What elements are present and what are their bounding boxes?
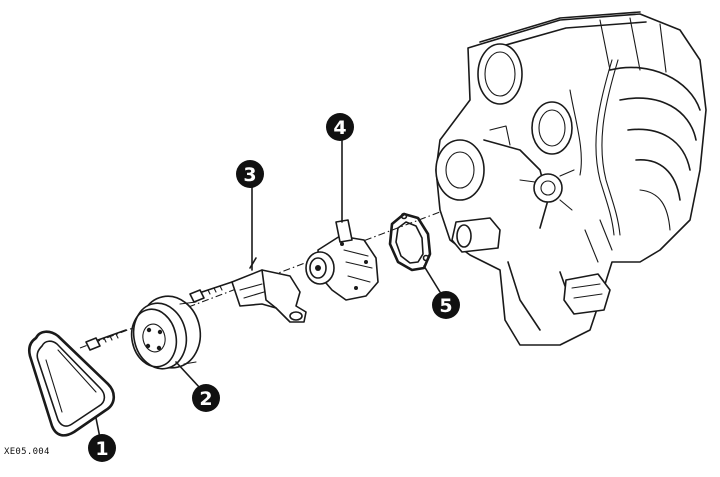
mounting-bracket (231, 257, 307, 323)
pulley-bolt (85, 329, 127, 351)
callout-3-label: 3 (243, 164, 256, 186)
leader-line-2 (175, 361, 201, 389)
callout-4-label: 4 (333, 117, 346, 139)
water-pump-gasket (388, 212, 432, 272)
callout-3: 3 (236, 160, 264, 188)
bracket-bolt (189, 281, 233, 303)
figure-reference-code: XE05.004 (4, 447, 50, 457)
water-pump-pulley (130, 295, 202, 370)
callout-5: 5 (432, 291, 460, 319)
callout-4: 4 (326, 113, 354, 141)
callout-2-label: 2 (199, 388, 212, 410)
leader-line-5 (423, 265, 441, 293)
drive-belt (27, 330, 116, 437)
callout-5-label: 5 (439, 295, 452, 317)
callout-1: 1 (88, 434, 116, 462)
callout-2: 2 (192, 384, 220, 412)
engine-block (435, 11, 707, 346)
water-pump (305, 219, 379, 301)
callout-1-label: 1 (95, 438, 108, 460)
